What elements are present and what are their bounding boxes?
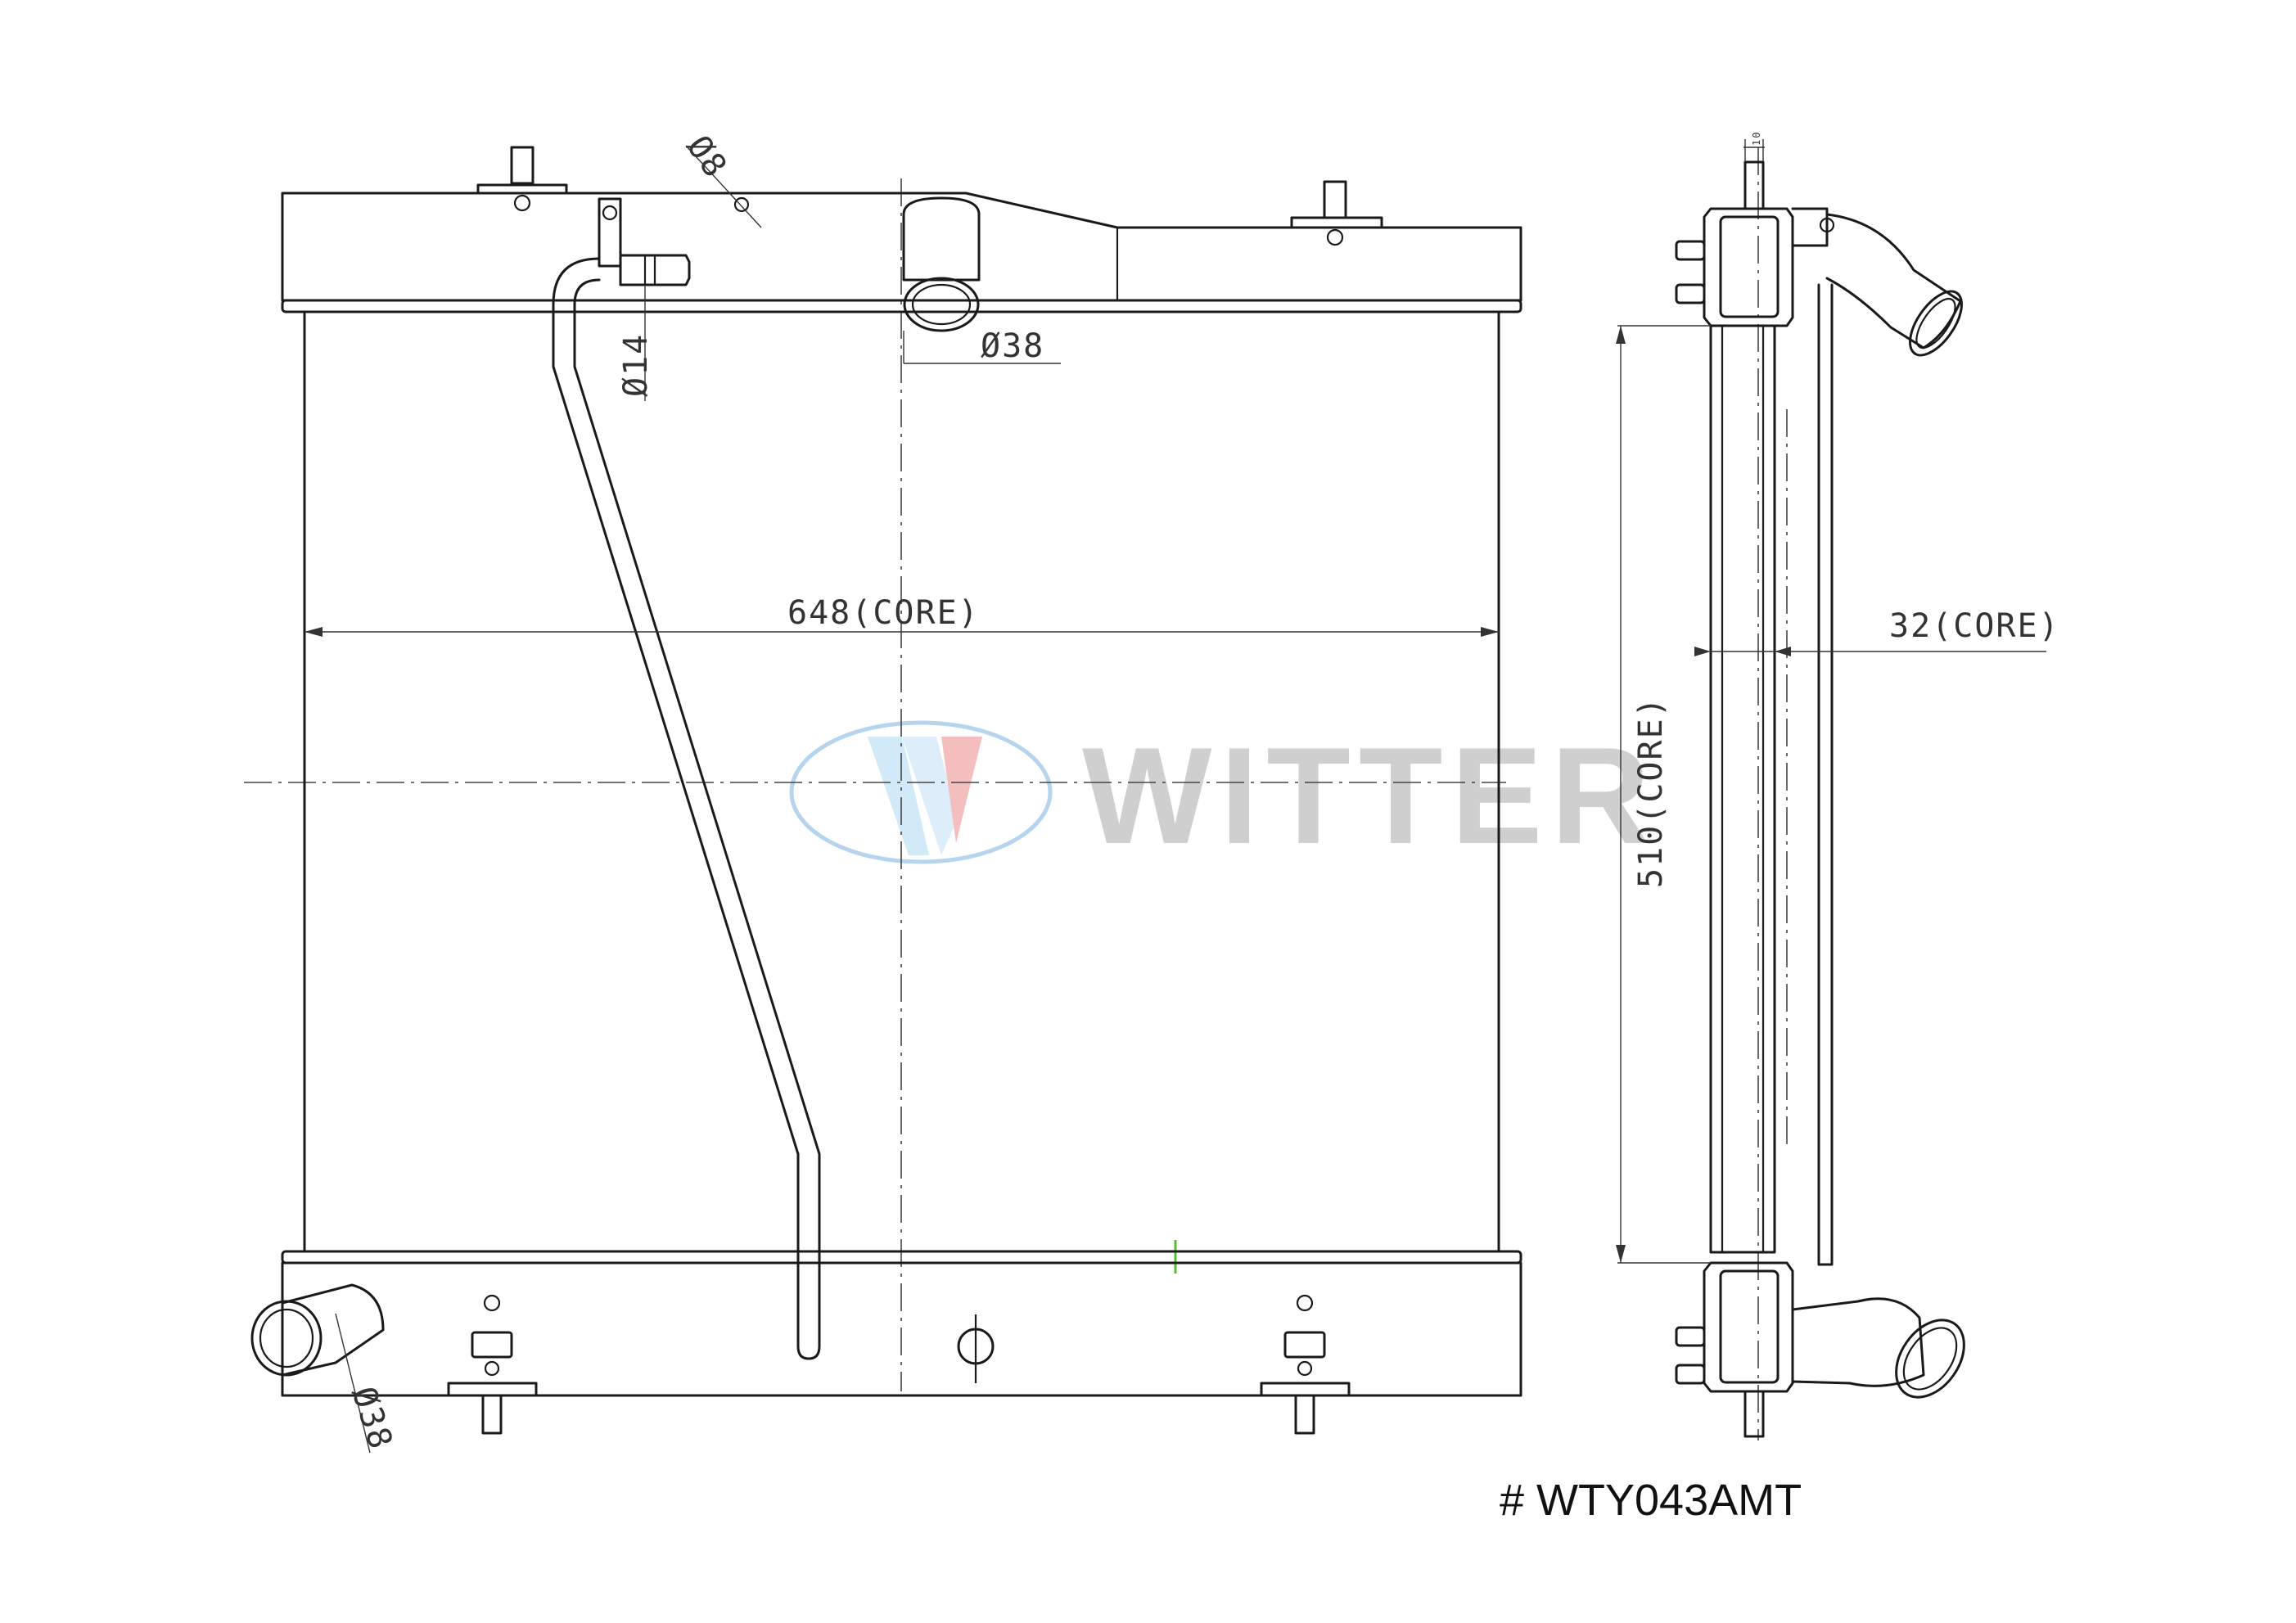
svg-text:10: 10 — [1751, 131, 1762, 146]
side-tab-dimension: 10 — [1743, 131, 1765, 162]
side-bottom-studs — [1675, 1326, 1706, 1385]
bottom-left-mount-pin — [447, 1294, 538, 1435]
side-top-tank — [1703, 207, 1794, 327]
top-tank — [281, 192, 1522, 302]
bolt-hole-dimension: Ø8 — [679, 128, 735, 185]
drain-plug-icon — [957, 1314, 995, 1383]
overflow-hose-pipe — [552, 197, 821, 1360]
top-left-mount-pin — [476, 146, 568, 212]
bottom-tank — [281, 1261, 1522, 1397]
logo-ring — [789, 720, 1053, 864]
side-core — [1709, 324, 1776, 1254]
svg-text:Ø38: Ø38 — [344, 1382, 399, 1455]
top-right-mount-pin — [1290, 180, 1383, 246]
bolt-hole — [685, 145, 762, 228]
svg-text:Ø14: Ø14 — [617, 333, 655, 397]
side-lower-neck — [1791, 1297, 1965, 1399]
svg-text:510(CORE): 510(CORE) — [1632, 696, 1670, 888]
part-number-label: # WTY043AMT — [1500, 1476, 1802, 1525]
core-width-dimension: 648(CORE) — [304, 594, 1499, 637]
upper-outlet-neck — [902, 196, 981, 332]
side-overflow-pipe — [1791, 207, 1835, 1266]
outlet-diameter-dimension: Ø38 — [903, 327, 1061, 365]
lower-inlet-neck — [250, 1283, 385, 1377]
svg-text:32(CORE): 32(CORE) — [1889, 607, 2060, 645]
logo-w-mark-icon — [868, 737, 982, 855]
side-view: 10 510(CORE) 32(CORE) — [1616, 131, 2060, 1440]
svg-text:648(CORE): 648(CORE) — [787, 594, 980, 632]
svg-text:Ø8: Ø8 — [679, 128, 735, 185]
witter-logo-watermark: WITTER — [789, 719, 1658, 872]
side-top-studs — [1675, 240, 1706, 304]
side-bottom-tank — [1703, 1261, 1794, 1393]
logo-wordmark: WITTER — [1082, 719, 1658, 872]
core-depth-dimension: 32(CORE) — [1694, 607, 2060, 656]
side-upper-neck — [1825, 213, 1963, 357]
core-height-dimension: 510(CORE) — [1616, 325, 1711, 1264]
svg-text:Ø38: Ø38 — [981, 327, 1044, 365]
bottom-right-mount-pin — [1260, 1294, 1351, 1435]
inlet-diameter-dimension: Ø38 — [335, 1313, 399, 1455]
hose-diameter-dimension: Ø14 — [617, 285, 655, 401]
